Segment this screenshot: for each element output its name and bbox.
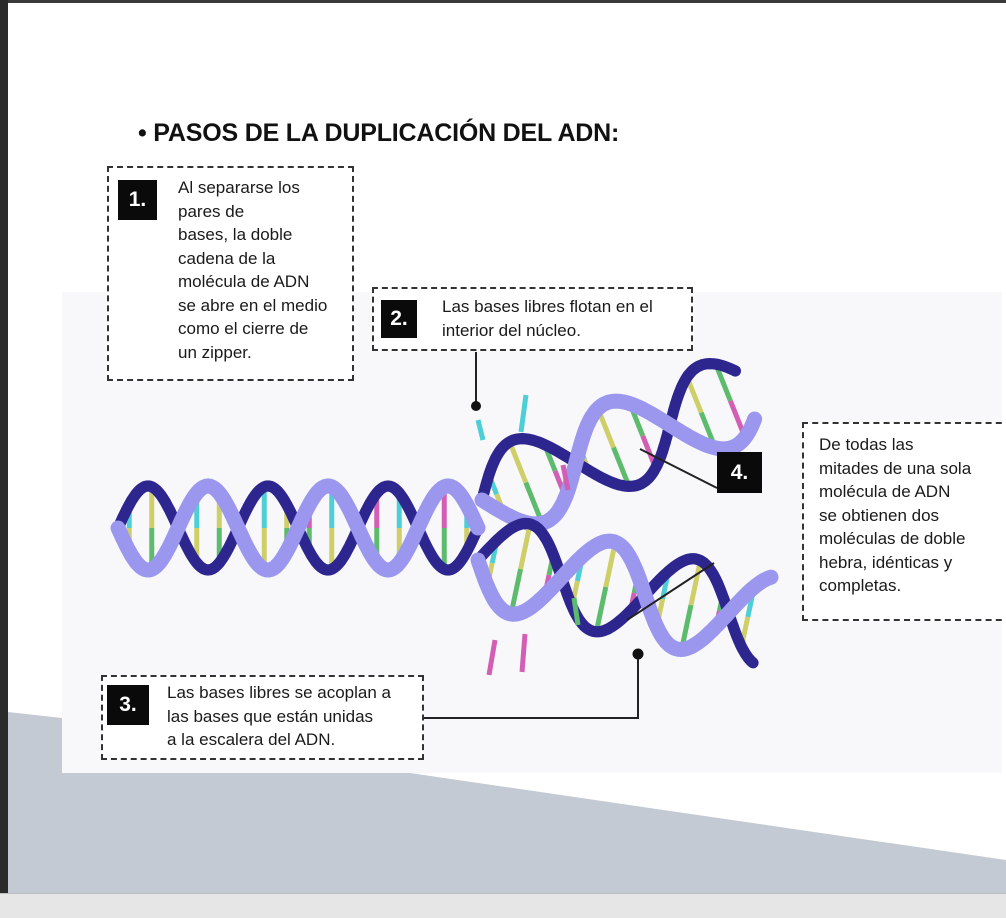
connector-dot-3 [632,648,644,660]
connector-line-3 [424,654,639,719]
step-1-callout: 1. Al separarse los pares de bases, la d… [107,166,354,381]
step-4-badge: 4. [717,452,762,493]
step-2-line: interior del núcleo. [442,320,581,340]
step-3-line: las bases que están unidas [167,706,374,726]
window-bottom-bar [0,893,1006,918]
step-1-line: pares de [178,201,245,221]
step-3-text: Las bases libres se acoplan a las bases … [167,681,417,752]
lower-daughter-helix-base-pair [688,560,703,606]
step-3-badge: 3. [107,685,149,725]
dna-helix-illustration [110,357,779,676]
step-2-badge: 2. [381,300,417,338]
step-2-text: Las bases libres flotan en el interior d… [442,295,690,342]
lower-daughter-helix-base-pair [518,523,533,570]
step-3-line: a la escalera del ADN. [167,730,336,749]
connector-dot-2 [471,401,481,411]
connector-line-4a [639,448,718,489]
step-4-line: molécula de ADN [819,482,951,501]
upper-daughter-helix-base-pair [611,446,632,488]
upper-daughter-helix-base-pair [507,440,529,484]
step-4-line: completas. [819,576,902,595]
upper-daughter-helix-strand-back [476,357,742,506]
free-base [475,419,486,441]
step-1-line: Al separarse los [178,178,300,197]
step-4-line: moléculas de doble [819,529,966,548]
connector-line-4b [626,562,715,621]
step-1-badge: 1. [118,180,157,220]
step-1-line: un zipper. [178,342,252,362]
step-1-text: Al separarse los pares de bases, la dobl… [178,176,350,364]
step-4-line: hebra, idénticas y [819,552,953,572]
step-4-text: De todas las mitades de una sola molécul… [819,433,1006,598]
step-2-line: Las bases libres flotan en el [442,297,653,316]
step-1-line: bases, la doble [178,225,293,244]
step-3-line: Las bases libres se acoplan a [167,683,391,702]
step-1-line: molécula de ADN [178,272,310,291]
window-top-edge [0,0,1006,3]
step-4-callout: De todas las mitades de una sola molécul… [802,422,1006,621]
step-1-line: se abre en el medio [178,295,328,315]
step-1-line: como el cierre de [178,319,309,338]
gray-floor-shape [8,712,1006,893]
lower-daughter-helix-strand-back [472,517,759,669]
free-base [571,597,581,626]
parent-helix-strand-front [110,478,486,578]
step-4-line: De todas las [819,435,914,454]
lower-daughter-helix-strand-front [470,533,779,658]
lower-daughter-helix-base-pair [593,586,609,633]
upper-daughter-helix-strand-front [474,393,763,532]
window-left-edge [0,0,8,917]
step-1-line: cadena de la [178,248,276,268]
step-4-line: mitades de una sola [819,458,972,478]
step-4-line: se obtienen dos [819,505,940,525]
step-2-callout: 2. Las bases libres flotan en el interio… [372,287,693,351]
lower-daughter-helix-base-pair [508,568,524,615]
page-title: • PASOS DE LA DUPLICACIÓN DEL ADN: [138,119,620,147]
free-base [519,633,528,673]
free-base [486,639,498,676]
free-base [560,464,571,491]
connector-lines [424,352,718,719]
free-base [518,394,529,433]
step-3-callout: 3. Las bases libres se acoplan a las bas… [101,675,424,760]
